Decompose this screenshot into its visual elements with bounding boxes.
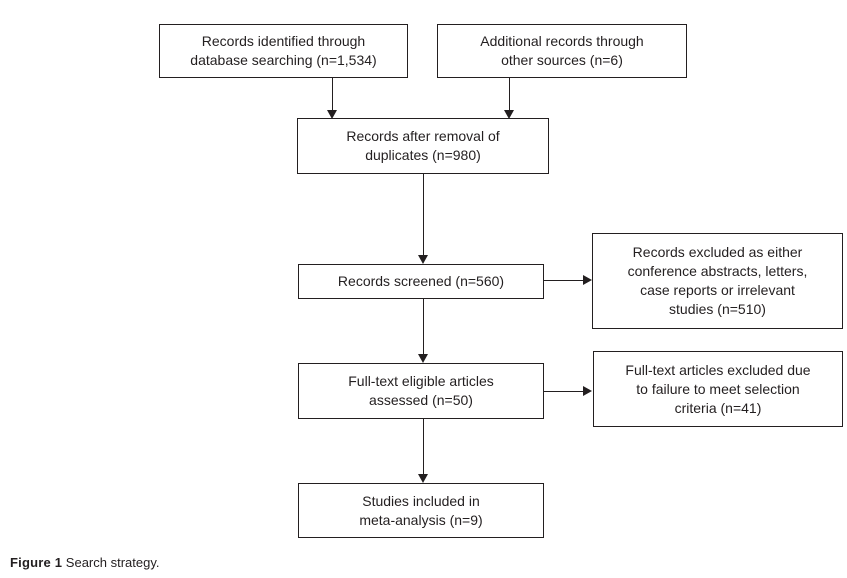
box-text-line: criteria (n=41)	[674, 399, 762, 416]
box-text-line: case reports or irrelevant	[640, 282, 795, 298]
box-additional-records: Additional records through other sources…	[437, 24, 687, 78]
arrow-identified-to-duplicates-line	[332, 78, 333, 111]
arrow-fulltext-to-excluded-line	[544, 391, 584, 392]
box-fulltext-assessed: Full-text eligible articles assessed (n=…	[298, 363, 544, 419]
box-fulltext-excluded: Full-text articles excluded due to failu…	[593, 351, 843, 427]
figure-caption: Figure 1 Search strategy.	[10, 555, 160, 570]
box-text-line: database searching (n=1,534)	[190, 52, 377, 68]
box-text-line: Records identified through	[201, 33, 366, 49]
box-records-excluded: Records excluded as either conference ab…	[592, 233, 843, 329]
box-text-line: Studies included in	[362, 492, 480, 509]
arrow-screened-to-excluded-head	[583, 275, 592, 285]
figure-caption-text: Search strategy.	[65, 555, 160, 570]
box-records-identified: Records identified through database sear…	[159, 24, 408, 78]
box-text-line: other sources (n=6)	[501, 52, 623, 68]
figure-caption-label: Figure 1	[10, 555, 63, 570]
box-text-line: assessed (n=50)	[369, 392, 473, 408]
arrow-screened-to-fulltext-head	[418, 354, 428, 363]
arrow-duplicates-to-screened-head	[418, 255, 428, 264]
arrow-duplicates-to-screened-line	[423, 174, 424, 256]
box-records-after-duplicates: Records after removal of duplicates (n=9…	[297, 118, 549, 174]
arrow-screened-to-fulltext-line	[423, 299, 424, 355]
arrow-fulltext-to-included-head	[418, 474, 428, 483]
box-text-line: duplicates (n=980)	[365, 147, 481, 163]
box-text-line: Records screened (n=560)	[337, 273, 505, 289]
arrow-additional-to-duplicates-line	[509, 78, 510, 111]
box-text-line: conference abstracts, letters,	[627, 263, 808, 279]
box-studies-included: Studies included in meta-analysis (n=9)	[298, 483, 544, 538]
arrow-additional-to-duplicates-head	[504, 110, 514, 119]
box-records-screened: Records screened (n=560)	[298, 264, 544, 299]
arrow-fulltext-to-excluded-head	[583, 386, 592, 396]
arrow-identified-to-duplicates-head	[327, 110, 337, 119]
box-text-line: Records excluded as either	[632, 244, 803, 260]
arrow-screened-to-excluded-line	[544, 280, 584, 281]
box-text-line: Full-text eligible articles	[348, 373, 494, 389]
box-text-line: Additional records through	[480, 33, 644, 49]
box-text-line: studies (n=510)	[669, 301, 766, 317]
box-text-line: to failure to meet selection	[636, 380, 800, 397]
box-text-line: meta-analysis (n=9)	[359, 511, 483, 528]
box-text-line: Records after removal of	[346, 128, 500, 144]
box-text-line: Full-text articles excluded due	[625, 361, 811, 378]
arrow-fulltext-to-included-line	[423, 419, 424, 475]
